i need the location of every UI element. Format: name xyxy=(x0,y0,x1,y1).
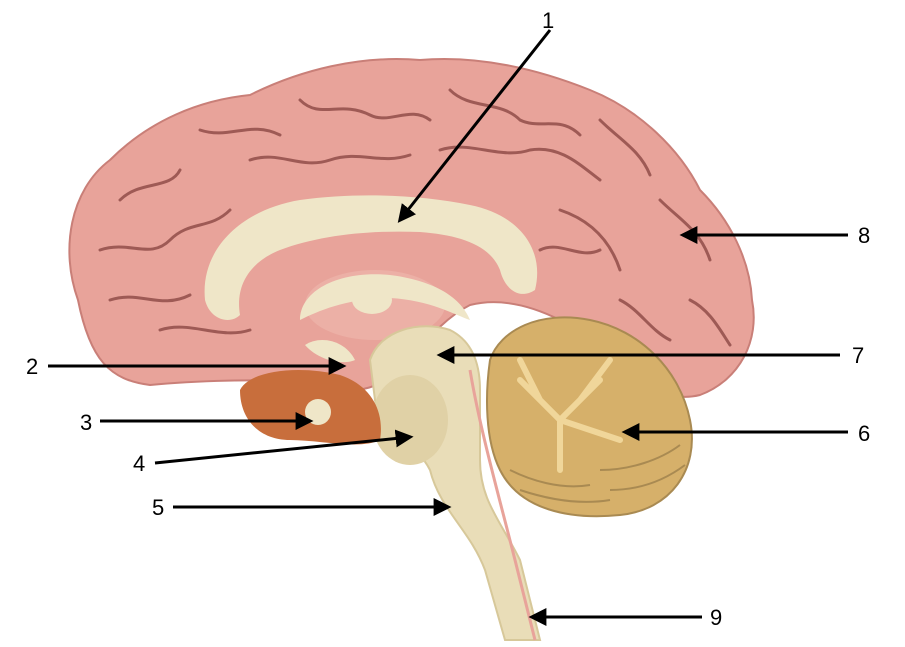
label-1: 1 xyxy=(542,8,554,33)
leader-4 xyxy=(155,437,410,463)
label-5: 5 xyxy=(152,495,164,520)
label-8: 8 xyxy=(858,223,870,248)
label-3: 3 xyxy=(80,410,92,435)
label-7: 7 xyxy=(852,343,864,368)
label-4: 4 xyxy=(133,451,145,476)
label-6: 6 xyxy=(858,421,870,446)
label-9: 9 xyxy=(710,605,722,630)
pons xyxy=(372,375,448,465)
label-2: 2 xyxy=(26,354,38,379)
